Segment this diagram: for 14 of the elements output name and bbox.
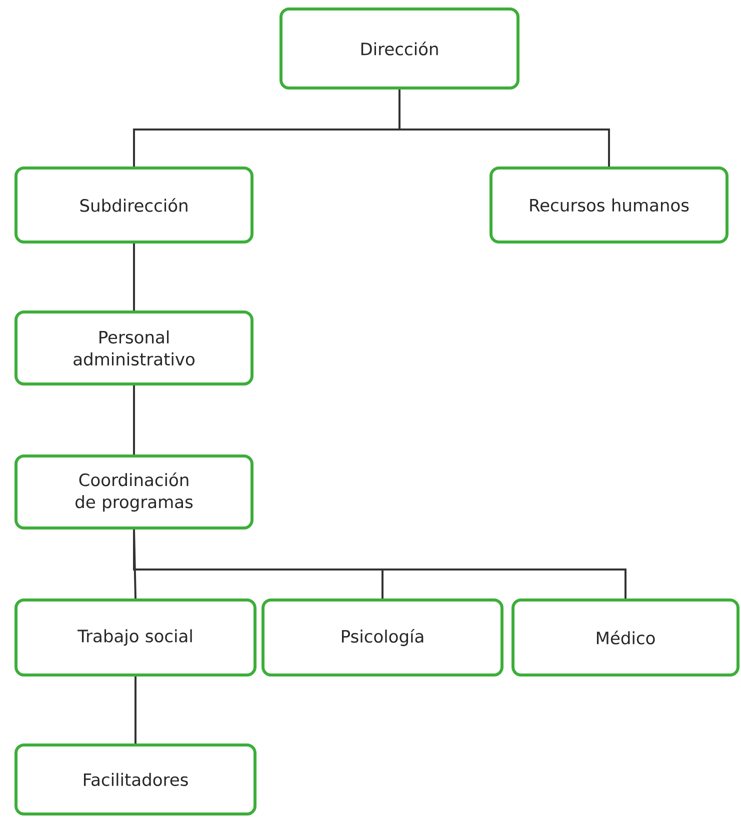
connector-line xyxy=(398,90,610,166)
org-box: Trabajo social xyxy=(14,598,256,676)
org-box: Psicología xyxy=(262,598,504,676)
org-box: Subdirección xyxy=(14,166,254,244)
connector-line xyxy=(133,530,626,598)
org-box: Personal administrativo xyxy=(14,310,254,386)
org-box: Recursos humanos xyxy=(490,166,728,244)
connector-line xyxy=(133,244,135,310)
org-box: Coordinación de programas xyxy=(14,454,254,530)
connector-line xyxy=(133,386,135,454)
org-box: Facilitadores xyxy=(14,744,256,816)
org-box: Dirección xyxy=(280,8,520,90)
org-box: Médico xyxy=(512,598,740,676)
connector-line xyxy=(134,676,136,744)
